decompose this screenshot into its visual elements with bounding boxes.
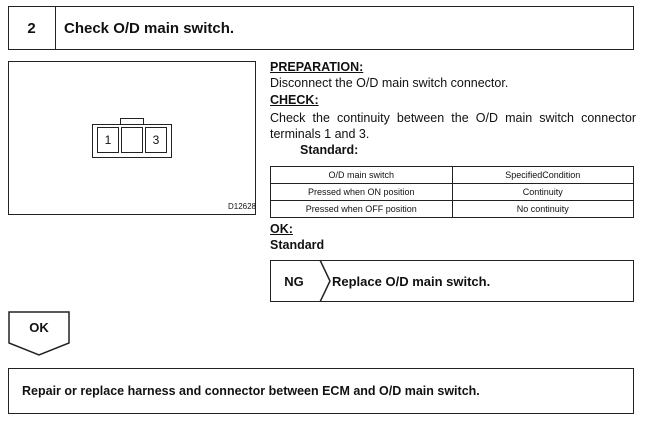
ok-standard-text: Standard (270, 238, 325, 252)
table-header-cell: O/D main switch (270, 166, 453, 184)
ok-heading: OK: (270, 222, 293, 236)
standard-heading: Standard: (300, 143, 359, 157)
step-number: 2 (8, 6, 56, 50)
terminal-3: 3 (145, 127, 167, 153)
terminal-1: 1 (97, 127, 119, 153)
preparation-heading: PREPARATION: (270, 60, 364, 74)
step-header-box (8, 6, 634, 50)
ng-result-box (270, 260, 634, 302)
ng-label: NG (284, 273, 304, 289)
ok-label: OK (29, 319, 49, 335)
figure-code: D12628 (227, 202, 256, 211)
ng-arrow-icon (270, 260, 331, 302)
spec-table: O/D main switch SpecifiedCondition Press… (270, 166, 634, 218)
table-cell: Continuity (451, 183, 634, 201)
step-title: Check O/D main switch. (64, 19, 235, 37)
terminal-empty (121, 127, 143, 153)
final-step-box (8, 368, 634, 414)
final-step-text: Repair or replace harness and connector … (22, 384, 480, 398)
ok-arrow-icon (8, 311, 70, 356)
table-cell: No continuity (451, 200, 634, 218)
ng-action-text: Replace O/D main switch. (332, 273, 491, 289)
table-header-row: O/D main switch SpecifiedCondition (270, 166, 634, 184)
check-heading: CHECK: (270, 93, 319, 107)
check-text: Check the continuity between the O/D mai… (270, 111, 636, 141)
connector-latch-icon (120, 118, 144, 125)
table-header-cell: SpecifiedCondition (451, 166, 634, 184)
table-cell: Pressed when ON position (270, 183, 453, 201)
table-cell: Pressed when OFF position (270, 200, 453, 218)
preparation-text: Disconnect the O/D main switch connector… (270, 76, 509, 90)
connector-figure (8, 61, 256, 215)
table-row: Pressed when OFF position No continuity (270, 200, 634, 218)
table-row: Pressed when ON position Continuity (270, 183, 634, 201)
